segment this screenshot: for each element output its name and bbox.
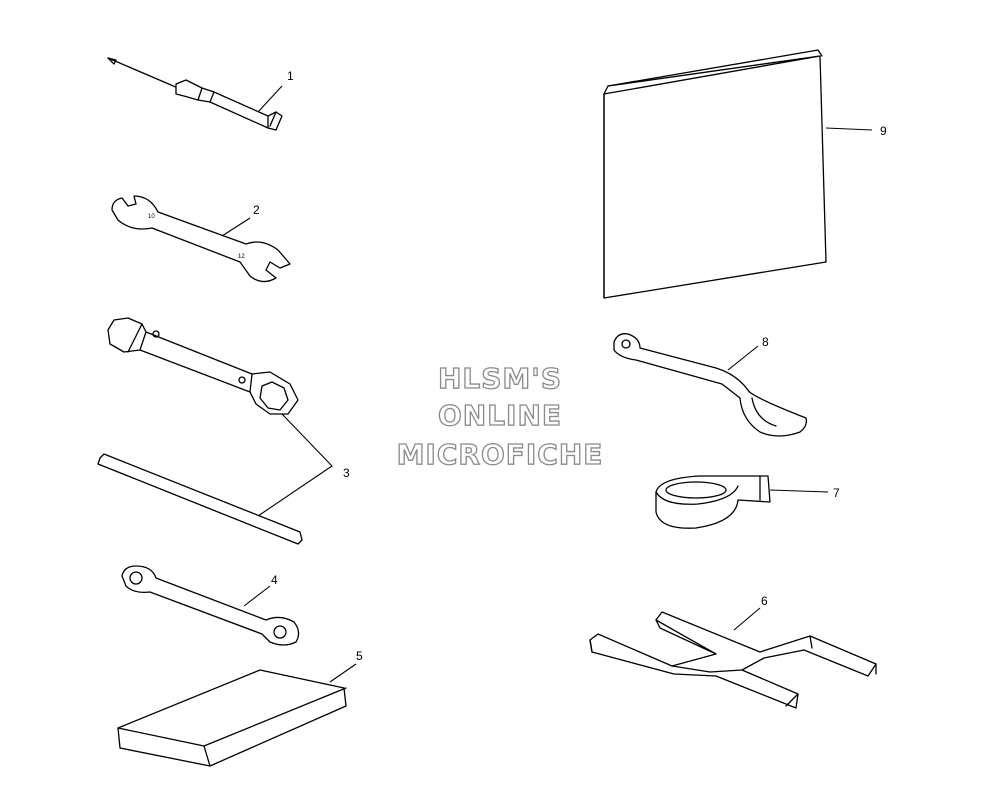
- tool-pouch-icon: [117, 669, 347, 767]
- leader-9: [825, 127, 873, 131]
- part-number-9: 9: [880, 124, 887, 138]
- owners-manual-icon: [603, 49, 827, 299]
- screwdriver-icon: [107, 57, 283, 131]
- part-number-1: 1: [287, 69, 294, 83]
- leader-3: [257, 413, 333, 517]
- open-end-wrench-icon: 10 12: [111, 195, 291, 283]
- part-number-5: 5: [356, 649, 363, 663]
- spring-compressor-tool-icon: [589, 611, 877, 709]
- part-number-4: 4: [271, 573, 278, 587]
- part-number-6: 6: [761, 594, 768, 608]
- part-number-2: 2: [253, 203, 260, 217]
- part-number-7: 7: [833, 486, 840, 500]
- leader-2: [221, 217, 251, 237]
- svg-text:12: 12: [238, 254, 245, 260]
- socket-wrench-icon: [107, 317, 299, 415]
- leader-6: [733, 607, 761, 631]
- part-number-8: 8: [762, 335, 769, 349]
- spanner-hook-wrench-icon: [613, 333, 808, 437]
- leader-8: [727, 345, 759, 371]
- part-number-3: 3: [343, 466, 350, 480]
- tommy-bar-icon: [97, 453, 303, 545]
- leader-1: [257, 85, 283, 113]
- watermark: HLSM'S ONLINE MICROFICHE: [396, 361, 604, 471]
- ring-wrench-icon: [121, 565, 300, 646]
- leader-5: [329, 663, 357, 683]
- svg-text:10: 10: [148, 214, 155, 220]
- watermark-line-3: MICROFICHE: [397, 438, 604, 471]
- watermark-line-2: ONLINE: [438, 399, 562, 432]
- tape-icon: [655, 475, 771, 529]
- watermark-line-1: HLSM'S: [438, 362, 562, 395]
- leader-7: [769, 489, 829, 493]
- leader-4: [243, 585, 271, 607]
